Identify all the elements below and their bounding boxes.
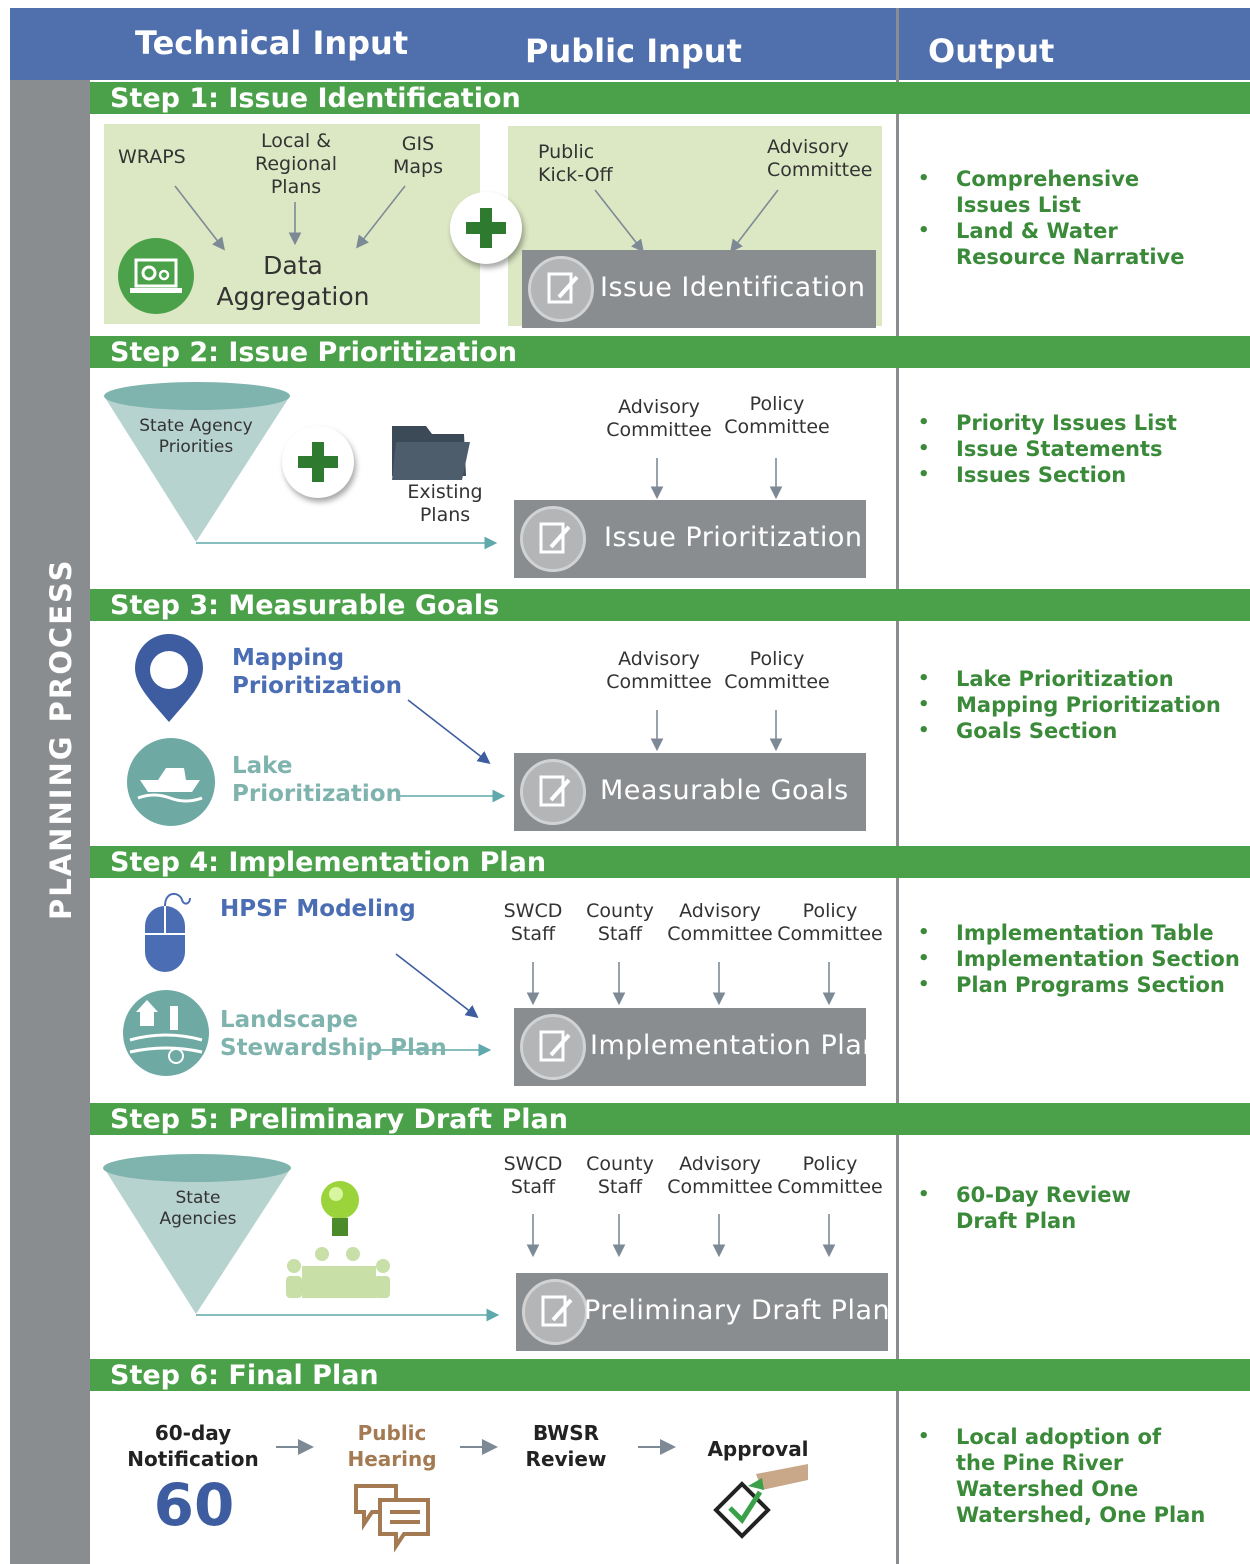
step3-bar: Step 3: Measurable Goals	[90, 589, 1250, 621]
bwsr-review-label: BWSR Review	[525, 1421, 607, 1471]
local-regional-plans-label: Local & Regional Plans	[255, 130, 337, 198]
header-bar: Technical Input Public Input Output	[10, 8, 1250, 80]
plus-icon	[282, 426, 354, 498]
output-item: Land & Water Resource Narrative	[918, 218, 1184, 270]
step4-bar: Step 4: Implementation Plan	[90, 846, 1250, 878]
lake-prioritization-label: Lake Prioritization	[232, 753, 402, 807]
policy-committee-label: Policy Committee	[777, 1153, 883, 1198]
step6-outputs: Local adoption of the Pine River Watersh…	[918, 1424, 1205, 1528]
output-item: Issue Statements	[918, 436, 1177, 462]
step5-outputs: 60-Day Review Draft Plan	[918, 1182, 1131, 1234]
public-input-heading: Public Input	[525, 32, 742, 70]
swcd-staff-label: SWCD Staff	[503, 1153, 563, 1198]
policy-committee-label: Policy Committee	[724, 648, 830, 693]
output-item: Goals Section	[918, 718, 1221, 744]
step2-title: Step 2: Issue Prioritization	[110, 337, 518, 368]
existing-plans-label: Existing Plans	[407, 481, 483, 526]
checkbox-pen-icon	[713, 1464, 808, 1539]
notification-label: 60-day Notification	[127, 1421, 259, 1471]
plus-icon	[450, 192, 522, 264]
mapping-prioritization-label: Mapping Prioritization	[232, 645, 402, 699]
technical-input-heading: Technical Input	[135, 24, 409, 62]
output-item: Lake Prioritization	[918, 666, 1221, 692]
speech-bubbles-icon	[354, 1484, 430, 1553]
county-staff-label: County Staff	[586, 1153, 654, 1198]
preliminary-draft-plan-label: Preliminary Draft Plan	[584, 1295, 891, 1326]
step3-title: Step 3: Measurable Goals	[110, 590, 500, 621]
document-edit-icon	[522, 1279, 588, 1345]
step5-bar: Step 5: Preliminary Draft Plan	[90, 1103, 1250, 1135]
output-item: Local adoption of the Pine River Watersh…	[918, 1424, 1205, 1528]
gis-maps-label: GIS Maps	[393, 133, 443, 178]
output-item: 60-Day Review Draft Plan	[918, 1182, 1131, 1234]
document-edit-icon	[520, 1014, 586, 1080]
public-hearing-label: Public Hearing	[347, 1421, 437, 1471]
policy-committee-label: Policy Committee	[724, 393, 830, 438]
laptop-gears-icon	[118, 238, 194, 314]
document-edit-icon	[520, 506, 586, 572]
county-staff-label: County Staff	[586, 900, 654, 945]
step5-title: Step 5: Preliminary Draft Plan	[110, 1104, 568, 1135]
preliminary-draft-plan-box: Preliminary Draft Plan	[516, 1273, 891, 1351]
wraps-label: WRAPS	[118, 146, 186, 168]
measurable-goals-label: Measurable Goals	[600, 775, 849, 806]
document-edit-icon	[520, 759, 586, 825]
issue-prioritization-box: Issue Prioritization	[514, 500, 866, 578]
hpsf-modeling-label: HPSF Modeling	[220, 896, 416, 922]
data-aggregation-label: Data Aggregation	[216, 251, 370, 311]
step4-outputs: Implementation Table Implementation Sect…	[918, 920, 1240, 998]
advisory-committee-label: Advisory Committee	[606, 396, 712, 441]
step2-bar: Step 2: Issue Prioritization	[90, 336, 1250, 368]
sixty-number: 60	[153, 1471, 235, 1539]
output-item: Comprehensive Issues List	[918, 166, 1184, 218]
step6-title: Step 6: Final Plan	[110, 1360, 379, 1391]
mouse-icon	[145, 906, 185, 972]
output-item: Issues Section	[918, 462, 1177, 488]
measurable-goals-box: Measurable Goals	[514, 753, 866, 831]
swcd-staff-label: SWCD Staff	[503, 900, 563, 945]
step6-bar: Step 6: Final Plan	[90, 1359, 1250, 1391]
issue-identification-box: Issue Identification	[522, 250, 876, 328]
public-kickoff-label: Public Kick-Off	[538, 141, 613, 186]
step1-title: Step 1: Issue Identification	[110, 83, 521, 114]
advisory-committee-label: Advisory Committee	[606, 648, 712, 693]
implementation-plan-label: Implementation Plan	[590, 1030, 880, 1061]
output-item: Implementation Table	[918, 920, 1240, 946]
output-divider	[896, 8, 899, 1564]
policy-committee-label: Policy Committee	[777, 900, 883, 945]
step4-title: Step 4: Implementation Plan	[110, 847, 547, 878]
meeting-people-icon	[286, 1247, 390, 1298]
approval-label: Approval	[707, 1437, 809, 1461]
implementation-plan-box: Implementation Plan	[514, 1008, 879, 1086]
planning-process-sidebar: PLANNING PROCESS	[10, 80, 90, 1564]
step3-outputs: Lake Prioritization Mapping Prioritizati…	[918, 666, 1221, 744]
state-agency-priorities-label: State Agency Priorities	[139, 416, 253, 457]
output-item: Mapping Prioritization	[918, 692, 1221, 718]
advisory-committee-label: Advisory Committee	[667, 1153, 773, 1198]
issue-prioritization-label: Issue Prioritization	[604, 522, 863, 553]
step1-outputs: Comprehensive Issues List Land & Water R…	[918, 166, 1184, 270]
advisory-committee-label: Advisory Committee	[767, 136, 873, 181]
output-heading: Output	[928, 32, 1055, 70]
issue-identification-label: Issue Identification	[600, 272, 866, 303]
advisory-committee-label: Advisory Committee	[667, 900, 773, 945]
output-item: Plan Programs Section	[918, 972, 1240, 998]
output-item: Implementation Section	[918, 946, 1240, 972]
document-edit-icon	[528, 256, 594, 322]
output-item: Priority Issues List	[918, 410, 1177, 436]
step2-outputs: Priority Issues List Issue Statements Is…	[918, 410, 1177, 488]
landscape-stewardship-label: Landscape Stewardship Plan	[220, 1007, 447, 1061]
step1-bar: Step 1: Issue Identification	[90, 82, 1250, 114]
state-agencies-label: State Agencies	[159, 1188, 237, 1229]
